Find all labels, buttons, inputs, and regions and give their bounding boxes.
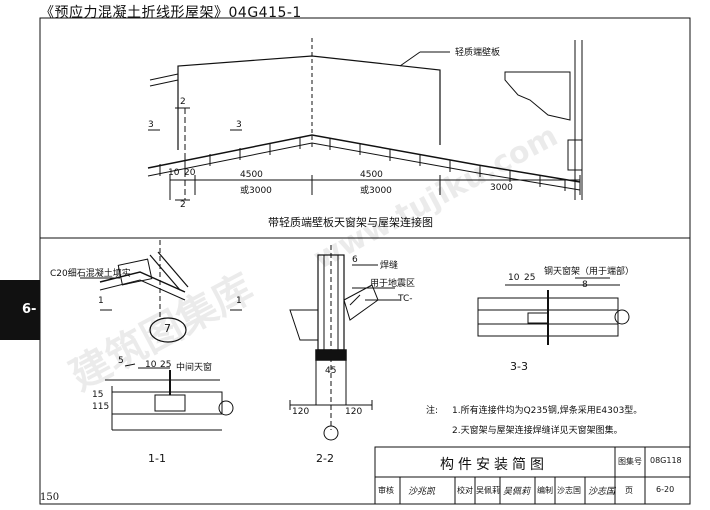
section-mark: 3 bbox=[236, 120, 242, 130]
section-1-1-drawing bbox=[105, 363, 234, 431]
dim-label: 4500 bbox=[240, 170, 263, 180]
page-value: 6-20 bbox=[656, 485, 675, 494]
label-tc: TC- bbox=[398, 294, 413, 304]
design-label: 编制 bbox=[537, 486, 553, 495]
dim-label: 115 bbox=[92, 402, 110, 412]
section-1-1-caption: 1-1 bbox=[148, 452, 166, 465]
dim-label: 15 bbox=[92, 390, 104, 400]
weld-mark: 5 bbox=[118, 356, 124, 366]
dim-label: 或3000 bbox=[240, 186, 272, 196]
dim-label: 10 bbox=[508, 273, 520, 283]
section-mark: 1 bbox=[236, 296, 242, 306]
page-number: 150 bbox=[40, 492, 60, 503]
chapter-tab-label: 6- bbox=[22, 302, 37, 317]
title-block-frame bbox=[374, 446, 691, 505]
page-label: 页 bbox=[625, 486, 633, 495]
drawing-frame bbox=[39, 17, 691, 505]
check-label: 校对 bbox=[457, 486, 473, 495]
section-mark: 3 bbox=[148, 120, 154, 130]
dim-label: 120 bbox=[345, 407, 363, 417]
axis-bubble bbox=[218, 400, 234, 416]
atlas-number: 08G118 bbox=[650, 456, 682, 465]
section-mark: 2 bbox=[180, 200, 186, 210]
note-item: 1.所有连接件均为Q235钢,焊条采用E4303型。 bbox=[452, 406, 643, 416]
section-2-2-caption: 2-2 bbox=[316, 452, 334, 465]
dim-label: 25 bbox=[524, 273, 536, 283]
title-block-title: 构件安装简图 bbox=[440, 457, 548, 473]
review-label: 审核 bbox=[378, 486, 394, 495]
notes-heading: 注: bbox=[426, 406, 439, 416]
dim-label: 或3000 bbox=[360, 186, 392, 196]
review-signature: 沙兆凯 bbox=[408, 487, 436, 497]
page-title: 《预应力混凝土折线形屋架》04G415-1 bbox=[40, 5, 302, 21]
dim-label: 10 bbox=[168, 168, 180, 178]
axis-bubble bbox=[614, 309, 630, 325]
dim-label: 120 bbox=[292, 407, 310, 417]
dim-label: 25 bbox=[160, 360, 172, 370]
dim-label: 4500 bbox=[360, 170, 383, 180]
designer-name: 沙志国 bbox=[557, 486, 581, 495]
section-3-3-caption: 3-3 bbox=[510, 360, 528, 373]
label-weld: 焊缝 bbox=[380, 261, 399, 271]
checker-name: 吴佩莉 bbox=[476, 486, 500, 495]
designer-signature: 沙志国 bbox=[588, 487, 616, 497]
label-steel-skylight: 钢天窗架（用于端部） bbox=[544, 267, 635, 277]
label-end-wall-panel: 轻质端壁板 bbox=[455, 48, 501, 58]
label-concrete-infill: C20细石混凝土填实 bbox=[50, 269, 131, 279]
chapter-tab: 6- bbox=[0, 280, 40, 340]
section-3-3-drawing bbox=[477, 277, 630, 345]
atlas-label: 图集号 bbox=[618, 457, 642, 466]
dim-label: 45 bbox=[325, 366, 337, 376]
dim-label: 20 bbox=[184, 168, 196, 178]
detail-7-bubble-label: 7 bbox=[164, 322, 171, 335]
checker-signature: 吴佩莉 bbox=[503, 487, 531, 497]
label-middle-skylight: 中间天窗 bbox=[176, 363, 213, 373]
section-mark: 2 bbox=[180, 97, 186, 107]
detail-7-bubble bbox=[149, 317, 187, 343]
weld-mark: 8 bbox=[582, 280, 588, 290]
section-mark: 1 bbox=[98, 296, 104, 306]
weld-mark: 6 bbox=[352, 255, 358, 265]
dim-label: 10 bbox=[145, 360, 157, 370]
note-item: 2.天窗架与屋架连接焊缝详见天窗架图集。 bbox=[452, 426, 623, 436]
section-2-2-drawing bbox=[289, 245, 400, 441]
detail-7-drawing bbox=[80, 240, 242, 343]
elevation-drawing bbox=[147, 38, 583, 201]
axis-bubble bbox=[323, 425, 339, 441]
elevation-caption: 带轻质端壁板天窗架与屋架连接图 bbox=[268, 216, 433, 229]
label-seismic: 用于地震区 bbox=[370, 279, 416, 289]
dim-label: 3000 bbox=[490, 183, 513, 193]
